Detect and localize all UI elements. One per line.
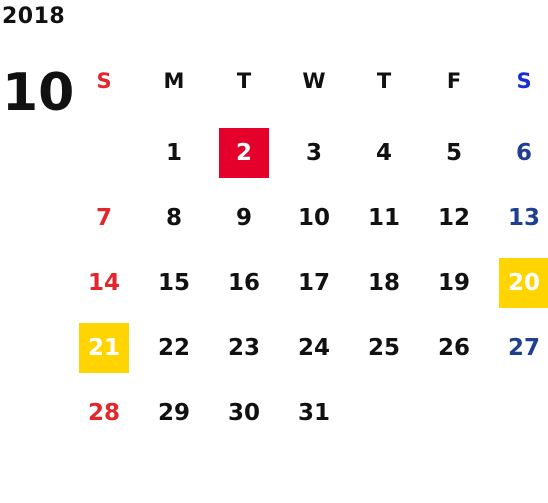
day-number: 30 bbox=[227, 399, 260, 426]
day-number: 1 bbox=[165, 139, 182, 166]
day-number: 3 bbox=[305, 139, 322, 166]
day-number: 24 bbox=[297, 334, 330, 361]
day-number: 25 bbox=[367, 334, 400, 361]
day-number: 6 bbox=[515, 139, 532, 166]
day-cell-6[interactable]: 6 bbox=[489, 120, 548, 185]
month-number: 10 bbox=[2, 63, 75, 123]
empty-day-cell bbox=[69, 120, 139, 185]
day-cell-28[interactable]: 28 bbox=[69, 380, 139, 445]
day-number: 11 bbox=[367, 204, 400, 231]
day-number: 7 bbox=[95, 204, 112, 231]
day-cell-21[interactable]: 21 bbox=[69, 315, 139, 380]
day-cell-14[interactable]: 14 bbox=[69, 250, 139, 315]
day-cell-23[interactable]: 23 bbox=[209, 315, 279, 380]
day-number: 21 bbox=[79, 322, 129, 373]
day-cell-11[interactable]: 11 bbox=[349, 185, 419, 250]
weekday-thursday: T bbox=[376, 69, 392, 93]
day-cell-7[interactable]: 7 bbox=[69, 185, 139, 250]
weekday-monday: M bbox=[163, 69, 185, 93]
day-number: 31 bbox=[297, 399, 330, 426]
day-number: 18 bbox=[367, 269, 400, 296]
weekday-sunday: S bbox=[96, 69, 112, 93]
weekday-tuesday: T bbox=[236, 69, 252, 93]
day-number: 2 bbox=[219, 127, 269, 178]
day-number: 28 bbox=[87, 399, 120, 426]
year-label: 2018 bbox=[2, 4, 66, 29]
day-cell-30[interactable]: 30 bbox=[209, 380, 279, 445]
day-cell-20[interactable]: 20 bbox=[489, 250, 548, 315]
day-cell-2[interactable]: 2 bbox=[209, 120, 279, 185]
day-cell-15[interactable]: 15 bbox=[139, 250, 209, 315]
day-number: 20 bbox=[499, 257, 548, 308]
day-cell-26[interactable]: 26 bbox=[419, 315, 489, 380]
day-cell-19[interactable]: 19 bbox=[419, 250, 489, 315]
day-cell-12[interactable]: 12 bbox=[419, 185, 489, 250]
day-number: 16 bbox=[227, 269, 260, 296]
day-number: 19 bbox=[437, 269, 470, 296]
day-number: 14 bbox=[87, 269, 120, 296]
day-number: 27 bbox=[507, 334, 540, 361]
day-number: 15 bbox=[157, 269, 190, 296]
day-cell-1[interactable]: 1 bbox=[139, 120, 209, 185]
day-cell-29[interactable]: 29 bbox=[139, 380, 209, 445]
day-number: 12 bbox=[437, 204, 470, 231]
day-number: 13 bbox=[507, 204, 540, 231]
day-cell-25[interactable]: 25 bbox=[349, 315, 419, 380]
day-cell-16[interactable]: 16 bbox=[209, 250, 279, 315]
day-number: 22 bbox=[157, 334, 190, 361]
day-cell-27[interactable]: 27 bbox=[489, 315, 548, 380]
day-cell-3[interactable]: 3 bbox=[279, 120, 349, 185]
weekday-wednesday: W bbox=[302, 69, 326, 93]
day-cell-5[interactable]: 5 bbox=[419, 120, 489, 185]
weekday-saturday: S bbox=[516, 69, 532, 93]
day-cell-18[interactable]: 18 bbox=[349, 250, 419, 315]
day-cell-13[interactable]: 13 bbox=[489, 185, 548, 250]
day-cell-8[interactable]: 8 bbox=[139, 185, 209, 250]
day-number: 4 bbox=[375, 139, 392, 166]
weekday-friday: F bbox=[446, 69, 462, 93]
day-cell-22[interactable]: 22 bbox=[139, 315, 209, 380]
day-number: 23 bbox=[227, 334, 260, 361]
day-cell-24[interactable]: 24 bbox=[279, 315, 349, 380]
day-number: 10 bbox=[297, 204, 330, 231]
day-cell-4[interactable]: 4 bbox=[349, 120, 419, 185]
day-cell-31[interactable]: 31 bbox=[279, 380, 349, 445]
day-number: 9 bbox=[235, 204, 252, 231]
day-cell-10[interactable]: 10 bbox=[279, 185, 349, 250]
day-number: 29 bbox=[157, 399, 190, 426]
day-cell-17[interactable]: 17 bbox=[279, 250, 349, 315]
day-number: 26 bbox=[437, 334, 470, 361]
day-number: 5 bbox=[445, 139, 462, 166]
day-number: 17 bbox=[297, 269, 330, 296]
day-number: 8 bbox=[165, 204, 182, 231]
day-cell-9[interactable]: 9 bbox=[209, 185, 279, 250]
